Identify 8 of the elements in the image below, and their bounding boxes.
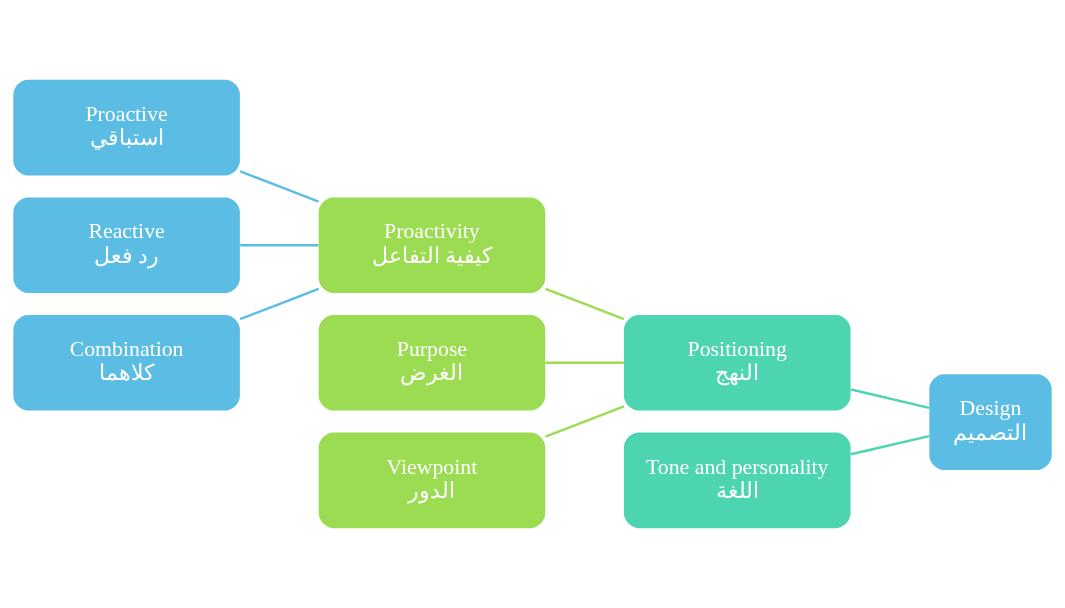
connector <box>239 170 319 203</box>
connector <box>239 287 319 321</box>
connector <box>850 388 930 410</box>
connector <box>850 434 930 456</box>
connector <box>545 405 625 438</box>
connector <box>240 244 319 247</box>
connector <box>545 287 625 321</box>
connector <box>545 361 624 364</box>
